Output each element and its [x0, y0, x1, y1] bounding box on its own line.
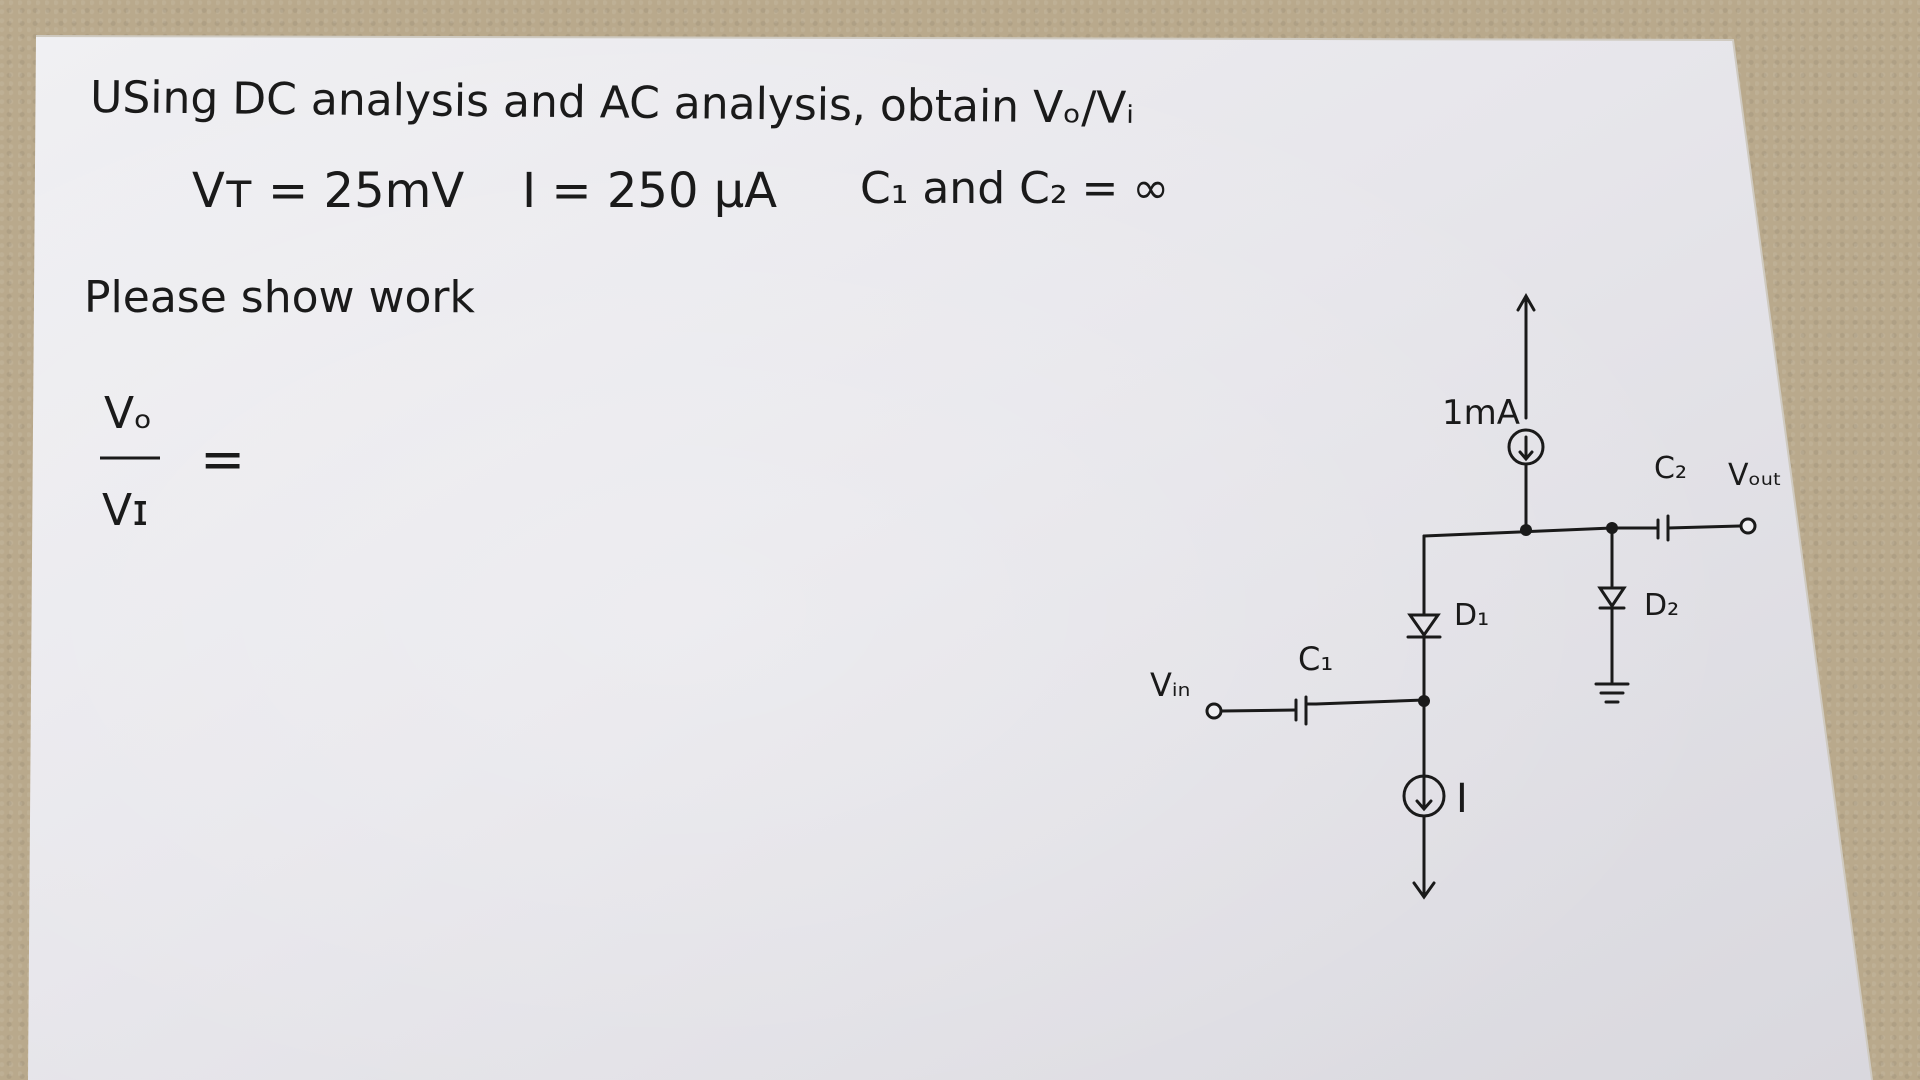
d2-label: D₂ — [1644, 588, 1679, 623]
top-current-label: 1mA — [1442, 393, 1520, 433]
circuit-diagram — [1220, 292, 1742, 900]
problem-title: USing DC analysis and AC analysis, obtai… — [90, 72, 1135, 134]
vin-label: Vᵢₙ — [1150, 666, 1190, 704]
vout-terminal — [1739, 517, 1757, 535]
vin-terminal — [1205, 702, 1223, 720]
node-output — [1606, 522, 1618, 534]
paper-glare — [28, 36, 1872, 1080]
node-top — [1520, 524, 1532, 536]
c1-label: C₁ — [1298, 640, 1333, 678]
vout-label: Vₒᵤₜ — [1728, 458, 1782, 493]
equals-sign: = — [200, 428, 245, 491]
bottom-current-label: I — [1456, 776, 1468, 822]
vt-value: Vᴛ = 25mV — [192, 163, 464, 219]
node-bottom — [1418, 695, 1430, 707]
current-value: I = 250 μA — [522, 163, 777, 219]
fraction-denominator: Vɪ — [102, 485, 148, 536]
capacitor-condition: C₁ and C₂ = ∞ — [860, 163, 1169, 214]
fraction-numerator: Vₒ — [104, 388, 152, 439]
please-show-work: Please show work — [84, 272, 475, 323]
c2-label: C₂ — [1654, 451, 1687, 486]
d1-label: D₁ — [1454, 598, 1489, 633]
